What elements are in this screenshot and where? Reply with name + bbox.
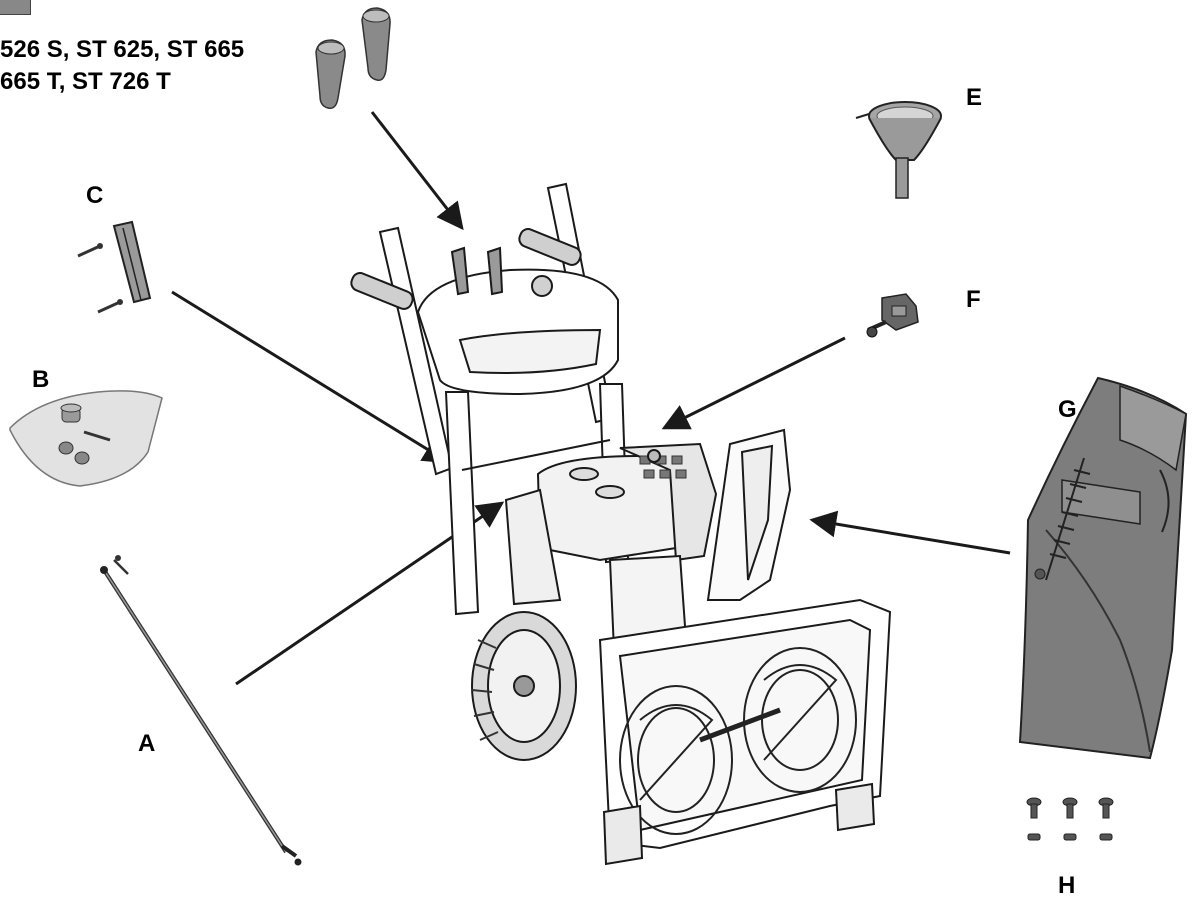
label-b: B: [32, 366, 50, 393]
label-f: F: [966, 286, 981, 313]
corner-tab: [0, 0, 31, 15]
label-h: H: [1058, 872, 1076, 899]
arrow-shift-levers: [370, 111, 464, 231]
model-list: 526 S, ST 625, ST 665 665 T, ST 726 T: [0, 34, 244, 98]
part-b-hardware-bag: [9, 390, 163, 487]
part-c-bracket: [77, 220, 152, 314]
snowblower-machine: [350, 182, 892, 866]
label-a: A: [138, 730, 156, 757]
part-f-key: [866, 293, 919, 338]
arrow-c: [171, 290, 451, 464]
shift-lever-knobs: [315, 7, 391, 110]
arrow-g: [809, 510, 1011, 555]
model-line-2: 665 T, ST 726 T: [0, 68, 171, 95]
part-h-hardware: [1026, 797, 1114, 841]
model-line-1: 526 S, ST 625, ST 665: [0, 36, 245, 63]
part-g-chute: [1018, 376, 1188, 760]
label-e: E: [966, 84, 983, 111]
label-g: G: [1058, 396, 1077, 423]
arrow-f: [661, 336, 846, 430]
label-c: C: [86, 182, 104, 209]
part-e-funnel: [855, 101, 942, 199]
part-a-rod: [100, 555, 302, 866]
